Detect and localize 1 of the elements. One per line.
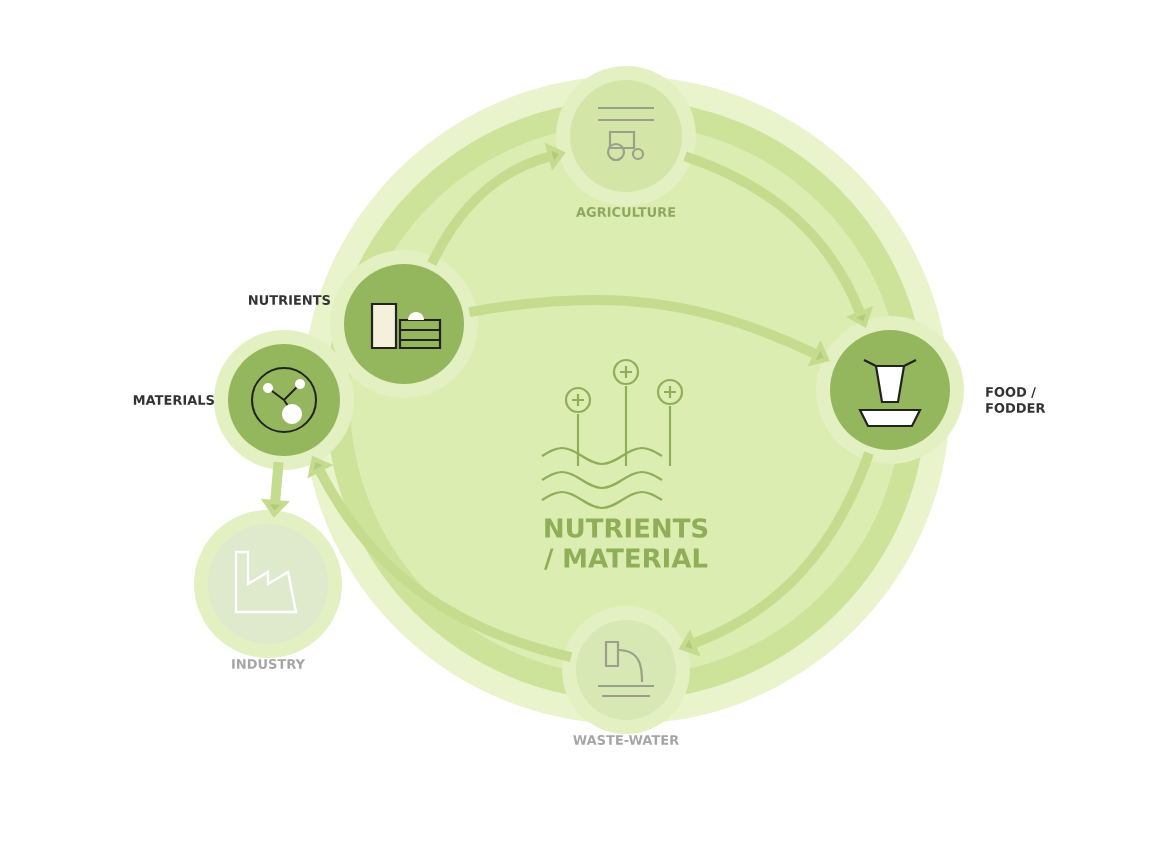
center-label: NUTRIENTS / MATERIAL	[544, 518, 708, 570]
